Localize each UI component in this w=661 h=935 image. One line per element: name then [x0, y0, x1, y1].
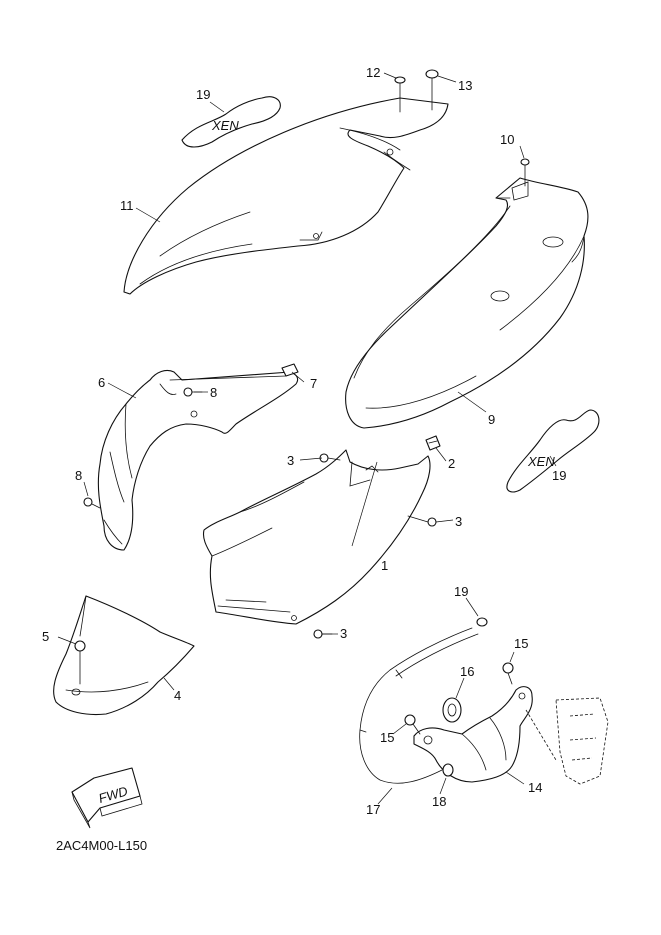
callout-2: 2: [448, 456, 455, 471]
screw-12: [394, 76, 406, 113]
leader-lines: [57, 72, 557, 805]
screw-3-b: [407, 515, 437, 527]
screw-3-a: [319, 453, 341, 463]
callout-7: 7: [310, 376, 317, 391]
emblem-text-top: XEN: [211, 118, 239, 133]
callout-6: 6: [98, 375, 105, 390]
callout-11: 11: [120, 198, 134, 213]
part-7-clip: [281, 363, 299, 377]
part-2-nut: [425, 435, 441, 451]
part-19-clip-hose: [476, 617, 488, 627]
callout-10: 10: [500, 132, 514, 147]
callout-9: 9: [488, 412, 495, 427]
callout-1: 1: [381, 558, 388, 573]
bolt-15-lower: [404, 714, 421, 735]
part-19-emblem-top: XEN: [181, 96, 281, 148]
screw-8-lower: [83, 497, 101, 509]
callout-18: 18: [432, 794, 446, 809]
callout-8-b: 8: [75, 468, 82, 483]
callout-15-a: 15: [514, 636, 528, 651]
part-17-hose: [359, 627, 479, 784]
callout-3-c: 3: [340, 626, 347, 641]
callout-15-b: 15: [380, 730, 394, 745]
callout-3-a: 3: [287, 453, 294, 468]
callout-17: 17: [366, 802, 380, 817]
callout-19-a: 19: [196, 87, 210, 102]
screw-5: [74, 640, 86, 685]
part-11-side-cover: [123, 97, 449, 295]
part-19-emblem-right: XEN: [506, 409, 600, 493]
callout-13: 13: [458, 78, 472, 93]
emblem-text-right: XEN: [527, 454, 555, 469]
bolt-15-upper: [502, 662, 514, 685]
part-9-rear-cover: [345, 177, 589, 429]
callout-5: 5: [42, 629, 49, 644]
callout-16: 16: [460, 664, 474, 679]
callout-labels: 1 2 3 3 3 4 5 6 7 8 8 9 10 11 12 13 14 1…: [42, 65, 566, 817]
callout-14: 14: [528, 780, 542, 795]
callout-19-c: 19: [454, 584, 468, 599]
fwd-arrow-icon: FWD: [71, 767, 143, 829]
screw-13: [425, 69, 439, 111]
part-4-lower-cover: [53, 595, 195, 716]
part-1-side-cover: [202, 449, 431, 625]
callout-3-b: 3: [455, 514, 462, 529]
callout-12: 12: [366, 65, 380, 80]
part-6-inner-panel: [97, 369, 299, 551]
callout-4: 4: [174, 688, 181, 703]
part-16-grommet: [442, 697, 462, 723]
callout-19-b: 19: [552, 468, 566, 483]
part-18-clamp: [442, 763, 454, 777]
drawing-code: 2AC4M00-L150: [56, 838, 148, 853]
screw-10: [520, 158, 530, 187]
callout-8-a: 8: [210, 385, 217, 400]
